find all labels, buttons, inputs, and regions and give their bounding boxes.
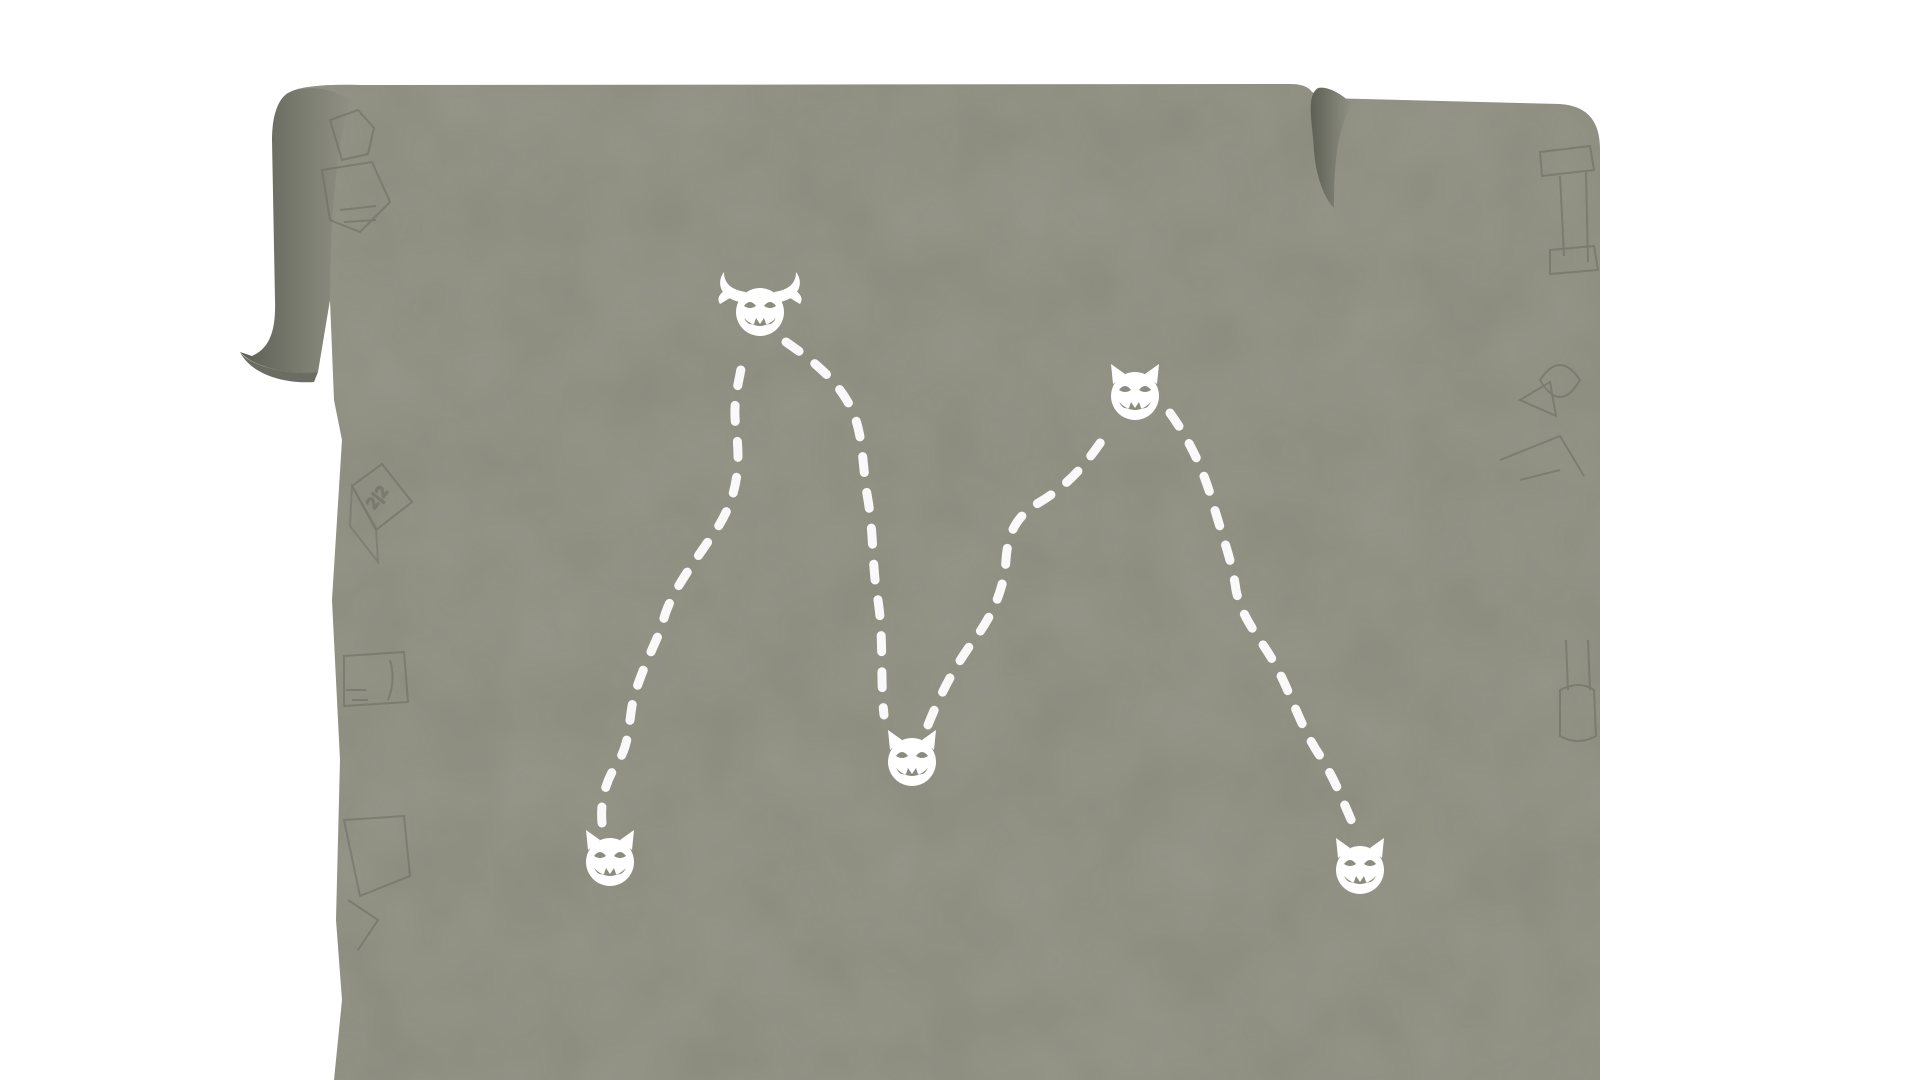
- level-nodes: [586, 272, 1384, 894]
- path-segment-2-3: [781, 337, 889, 720]
- demon-head-icon: [1336, 838, 1384, 894]
- parchment-body: [290, 84, 1600, 1080]
- level-path: [597, 337, 1361, 835]
- parchment-scroll: [240, 84, 1600, 1080]
- scroll-right-curl: [1310, 87, 1352, 208]
- demon-head-icon: [888, 730, 936, 786]
- level-node-2[interactable]: [718, 272, 802, 336]
- demon-head-icon: [586, 830, 634, 886]
- path-segment-1-2: [597, 357, 747, 828]
- path-segment-4-5: [1165, 408, 1361, 835]
- level-node-5[interactable]: [1336, 838, 1384, 894]
- path-segment-3-4: [923, 423, 1115, 730]
- demon-boss-head-icon: [718, 272, 802, 336]
- demon-head-icon: [1111, 364, 1159, 420]
- level-node-4[interactable]: [1111, 364, 1159, 420]
- level-node-3[interactable]: [888, 730, 936, 786]
- scroll-left-curl: [240, 88, 350, 374]
- level-node-1[interactable]: [586, 830, 634, 886]
- scroll-left-curl-lip: [240, 352, 318, 383]
